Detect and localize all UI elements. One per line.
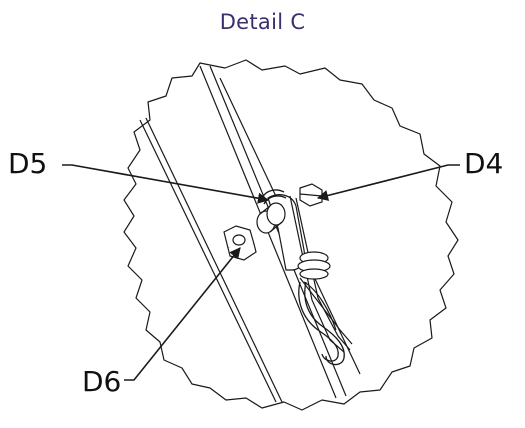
- washer-stack: [297, 251, 331, 280]
- hook-loop: [298, 281, 345, 366]
- leader-d6: [124, 247, 241, 381]
- callout-d6: D6: [82, 365, 122, 398]
- callout-d4: D4: [464, 147, 504, 180]
- leader-d5: [62, 164, 270, 204]
- callout-d5: D5: [8, 147, 48, 180]
- leader-lines: [62, 164, 460, 381]
- leader-d4: [316, 164, 460, 201]
- detail-title: Detail C: [219, 10, 306, 34]
- bolt-shank: [256, 202, 286, 234]
